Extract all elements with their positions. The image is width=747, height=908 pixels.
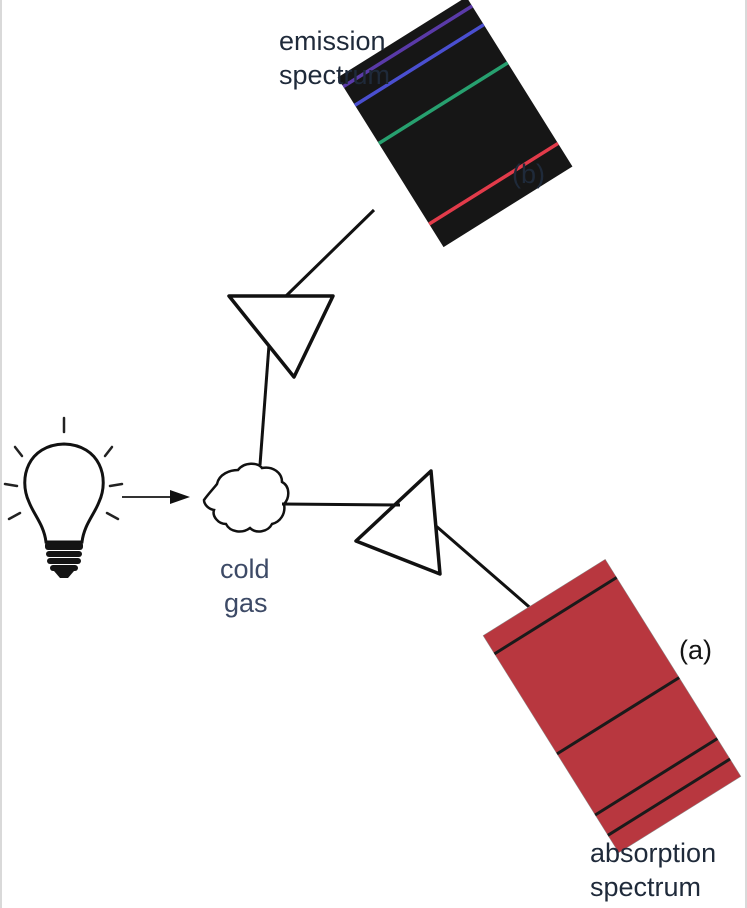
bulb-base bbox=[45, 542, 83, 578]
emission-line-blue bbox=[353, 23, 485, 107]
light-bulb-icon bbox=[3, 416, 124, 578]
cloud-icon bbox=[202, 462, 290, 533]
absorption-line bbox=[556, 676, 680, 756]
absorption-spectrum bbox=[482, 558, 742, 854]
emission-line-violet bbox=[342, 4, 474, 89]
emission-line-red bbox=[428, 141, 559, 226]
emission-line-green bbox=[377, 61, 509, 145]
absorption-line bbox=[493, 576, 618, 656]
absorption-label-line2: spectrum bbox=[590, 872, 701, 902]
light-paths bbox=[258, 208, 536, 614]
emission-spectrum bbox=[337, 0, 573, 248]
triangle-prism-icon bbox=[354, 469, 442, 576]
gas-label-line2: gas bbox=[224, 588, 268, 618]
emission-label-line1: emission bbox=[279, 26, 386, 56]
triangle-prism-icon bbox=[227, 294, 335, 379]
emission-tag: (b) bbox=[512, 159, 545, 189]
arrow-right-icon bbox=[122, 490, 190, 504]
light-rays bbox=[3, 416, 124, 521]
absorption-line bbox=[607, 757, 731, 837]
emission-label-line2: spectrum bbox=[279, 60, 390, 90]
gas-label-line1: cold bbox=[220, 554, 270, 584]
bulb-glass bbox=[23, 442, 105, 544]
absorption-line bbox=[594, 737, 719, 817]
absorption-tag: (a) bbox=[679, 635, 712, 665]
absorption-label-line1: absorption bbox=[590, 838, 716, 868]
